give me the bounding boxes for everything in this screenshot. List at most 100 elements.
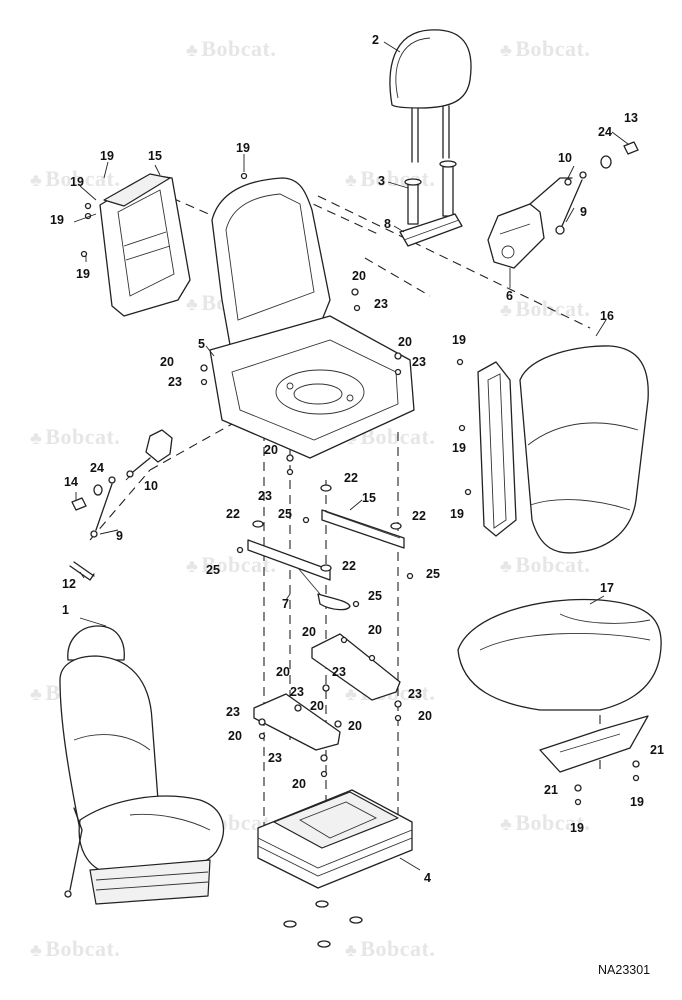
callout-19: 19: [452, 441, 466, 455]
watermark: ♣Bobcat.: [30, 936, 120, 962]
watermark: ♣Bobcat.: [500, 552, 590, 578]
watermark: ♣Bobcat.: [500, 296, 590, 322]
callout-20: 20: [302, 625, 316, 639]
callout-22: 22: [412, 509, 426, 523]
bobcat-logo-icon: ♣: [345, 170, 358, 190]
watermark-text: Bobcat.: [45, 936, 121, 961]
callout-20: 20: [418, 709, 432, 723]
callout-23: 23: [412, 355, 426, 369]
headrest-guides: [399, 160, 463, 247]
belt-anchor-hardware-left: [69, 429, 173, 581]
callout-17: 17: [600, 581, 614, 595]
watermark: ♣Bobcat.: [186, 36, 276, 62]
callout-23: 23: [374, 297, 388, 311]
callout-20: 20: [160, 355, 174, 369]
leader-lines: [73, 41, 629, 871]
watermark: ♣Bobcat.: [500, 810, 590, 836]
callout-22: 22: [344, 471, 358, 485]
callout-19: 19: [236, 141, 250, 155]
bobcat-logo-icon: ♣: [500, 300, 513, 320]
callout-2: 2: [372, 33, 379, 47]
figure-id: NA23301: [598, 963, 651, 977]
callout-19: 19: [452, 333, 466, 347]
watermark-text: Bobcat.: [515, 36, 591, 61]
bobcat-logo-icon: ♣: [30, 170, 43, 190]
bobcat-logo-icon: ♣: [186, 40, 199, 60]
callout-1: 1: [62, 603, 69, 617]
seatbelt-retractor: [487, 177, 573, 269]
callout-6: 6: [506, 289, 513, 303]
watermark: ♣Bobcat.: [500, 36, 590, 62]
callout-23: 23: [408, 687, 422, 701]
callout-11: 15: [362, 491, 376, 505]
callout-23: 23: [168, 375, 182, 389]
callout-10: 10: [144, 479, 158, 493]
bobcat-logo-icon: ♣: [500, 814, 513, 834]
bobcat-logo-icon: ♣: [500, 556, 513, 576]
watermark-text: Bobcat.: [515, 552, 591, 577]
callout-21: 21: [544, 783, 558, 797]
callout-25: 25: [426, 567, 440, 581]
watermark: ♣Bobcat.: [30, 424, 120, 450]
watermark-text: Bobcat.: [360, 936, 436, 961]
callout-7: 7: [282, 597, 289, 611]
callout-19: 19: [570, 821, 584, 835]
bobcat-logo-icon: ♣: [500, 40, 513, 60]
back-panel: [99, 173, 191, 317]
mount-plates: [253, 633, 401, 751]
watermark: ♣Bobcat.: [345, 936, 435, 962]
callout-23: 23: [290, 685, 304, 699]
watermark: ♣Bobcat.: [345, 166, 435, 192]
bobcat-logo-icon: ♣: [30, 684, 43, 704]
callout-8: 8: [384, 217, 391, 231]
callout-13: 12: [62, 577, 76, 591]
callout-20: 20: [310, 699, 324, 713]
callout-20: 20: [264, 443, 278, 457]
seat-assembly: [59, 625, 225, 905]
watermark-text: Bobcat.: [360, 166, 436, 191]
callout-22: 22: [226, 507, 240, 521]
adjust-rail: [247, 539, 351, 611]
bobcat-logo-icon: ♣: [30, 940, 43, 960]
callout-19: 19: [100, 149, 114, 163]
callout-3: 3: [378, 174, 385, 188]
watermark-text: Bobcat.: [45, 166, 121, 191]
callout-15: 13: [624, 111, 638, 125]
watermark-text: Bobcat.: [515, 296, 591, 321]
callout-9: 9: [580, 205, 587, 219]
callout-10: 10: [558, 151, 572, 165]
slide-rail: [321, 509, 405, 549]
suspension-base: [257, 789, 413, 948]
callout-18: 19: [76, 267, 90, 281]
callout-23: 23: [226, 705, 240, 719]
callout-23: 23: [268, 751, 282, 765]
watermark-text: Bobcat.: [45, 424, 121, 449]
callout-16: 19: [70, 175, 84, 189]
callout-20: 20: [348, 719, 362, 733]
callout-15: 14: [64, 475, 78, 489]
seat-frame: [209, 177, 415, 459]
callout-23: 23: [332, 665, 346, 679]
callout-20: 20: [368, 623, 382, 637]
callout-16: 19: [50, 213, 64, 227]
callout-19: 19: [630, 795, 644, 809]
callout-25: 25: [278, 507, 292, 521]
callout-24: 24: [90, 461, 104, 475]
callout-20: 20: [276, 665, 290, 679]
watermark: ♣Bobcat.: [30, 166, 120, 192]
headrest: [389, 29, 472, 163]
fasteners: [80, 172, 640, 806]
callout-20: 20: [228, 729, 242, 743]
callout-19: 19: [450, 507, 464, 521]
watermark-text: Bobcat.: [515, 810, 591, 835]
bobcat-logo-icon: ♣: [30, 428, 43, 448]
callout-25: 25: [368, 589, 382, 603]
bobcat-logo-icon: ♣: [345, 684, 358, 704]
bobcat-logo-icon: ♣: [345, 940, 358, 960]
callout-14: 16: [600, 309, 614, 323]
bobcat-logo-icon: ♣: [186, 556, 199, 576]
watermark-text: Bobcat.: [201, 36, 277, 61]
callout-20: 20: [398, 335, 412, 349]
